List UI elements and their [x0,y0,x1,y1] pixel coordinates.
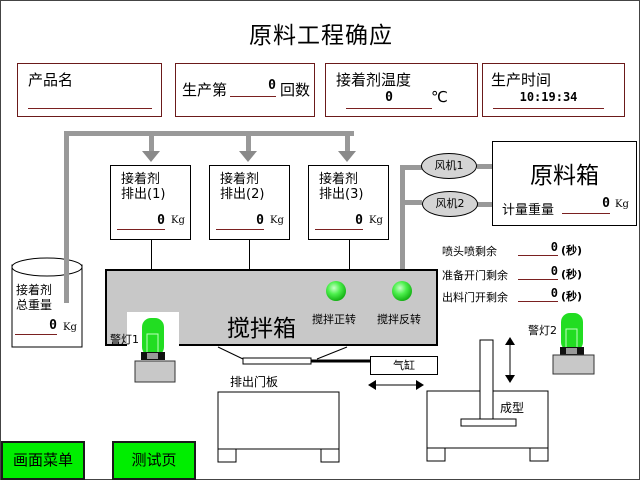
timer-label: 出料门开剩余 [442,291,508,304]
fan-pipe-out-1 [477,164,493,169]
adhesive-temp-panel: 接着剂温度 0 ℃ [325,63,478,117]
tank-feed-pipe [64,255,69,303]
screen-menu-button[interactable]: 画面菜单 [1,441,85,480]
production-count-suffix: 回数 [280,81,311,99]
production-time-panel: 生产时间 10:19:34 [482,63,625,117]
tank-label-line: 总重量 [16,298,53,312]
connector-line [151,240,152,269]
unit-label: Kg [63,322,77,333]
warning-light-2-label: 警灯2 [528,324,557,337]
timer-unit: (秒) [561,244,583,257]
double-arrow-horizontal-icon [368,380,424,390]
production-count-prefix: 生产第 [182,81,228,99]
timer-label: 准备开门剩余 [442,269,508,282]
discharger-label: 接着剂 [220,172,260,187]
raw-material-box: 原料箱 计量重量 0 Kg [492,141,637,226]
product-name-label: 产品名 [28,71,74,89]
discharge-bin [217,391,340,463]
fan-1[interactable]: 风机1 [421,153,477,179]
discharger-value[interactable]: 0 [315,213,363,230]
unit-label: Kg [171,215,185,226]
timer-unit: (秒) [561,268,583,281]
unit-label: Kg [270,215,284,226]
fan-pipe-vertical [400,167,405,270]
production-count-panel: 生产第 0 回数 [175,63,315,117]
production-time-label: 生产时间 [491,71,552,89]
reverse-indicator-led [392,281,412,301]
temp-unit: ℃ [431,88,448,106]
timer-value[interactable]: 0 [518,240,558,256]
feed-branch-2 [246,131,251,151]
discharger-value[interactable]: 0 [117,213,165,230]
fan-pipe-2 [400,200,422,205]
forward-indicator-led [326,281,346,301]
timer-unit: (秒) [561,290,583,303]
timer-value[interactable]: 0 [518,264,558,280]
production-time-value: 10:19:34 [493,90,604,109]
page-title: 原料工程确应 [249,23,393,49]
discharger-label: 接着剂 [121,172,161,187]
connector-line [249,240,250,269]
unit-label: Kg [369,215,383,226]
unit-label: Kg [615,199,629,210]
product-name-panel: 产品名 [17,63,162,117]
discharger-value[interactable]: 0 [216,213,264,230]
feed-pipe-vertical [64,131,69,303]
arrow-down-icon [239,151,257,162]
warning-light-1-icon [134,318,176,383]
fan-pipe-out-2 [477,202,493,207]
product-name-field[interactable] [28,94,152,109]
discharger-label: 排出(2) [220,187,265,202]
fan-pipe-1 [400,165,422,170]
discharger-label: 排出(3) [319,187,364,202]
discharger-label: 排出(1) [121,187,166,202]
molding-press [426,339,549,462]
production-count-field[interactable]: 0 [230,78,276,97]
timer-label: 喷头喷剩余 [442,245,497,258]
adhesive-tank [11,257,83,348]
raw-box-title: 原料箱 [530,163,599,189]
air-cylinder[interactable]: 气缸 [370,356,438,375]
discharger-2: 接着剂排出(2) 0 Kg [209,165,290,240]
reverse-label: 搅拌反转 [377,313,421,326]
feed-pipe-horizontal [64,131,354,136]
warning-light-1-label: 警灯1 [110,333,139,346]
raw-weight-value[interactable]: 0 [562,196,610,214]
connector-line [349,240,350,269]
discharge-mechanism [217,346,370,365]
weight-label: 计量重量 [502,203,555,218]
double-arrow-vertical-icon [505,337,515,383]
discharge-plate-label: 排出门板 [230,375,279,389]
timer-value[interactable]: 0 [518,286,558,302]
tank-label-line: 接着剂 [16,283,53,297]
feed-branch-1 [149,131,154,151]
mixer-title: 搅拌箱 [227,316,296,342]
tank-weight-value[interactable]: 0 [15,318,57,335]
forward-label: 搅拌正转 [312,313,356,326]
discharger-3: 接着剂排出(3) 0 Kg [308,165,389,240]
test-page-button[interactable]: 测试页 [112,441,196,480]
arrow-down-icon [142,151,160,162]
adhesive-temp-field[interactable]: 0 [346,90,432,109]
warning-light-2-icon [552,313,595,375]
adhesive-temp-label: 接着剂温度 [336,71,412,89]
arrow-down-icon [338,151,356,162]
fan-2[interactable]: 风机2 [422,191,478,217]
feed-branch-3 [345,131,350,151]
tank-label: 接着剂 总重量 [16,283,52,313]
discharger-1: 接着剂排出(1) 0 Kg [110,165,191,240]
discharger-label: 接着剂 [319,172,359,187]
molding-label: 成型 [500,401,525,415]
